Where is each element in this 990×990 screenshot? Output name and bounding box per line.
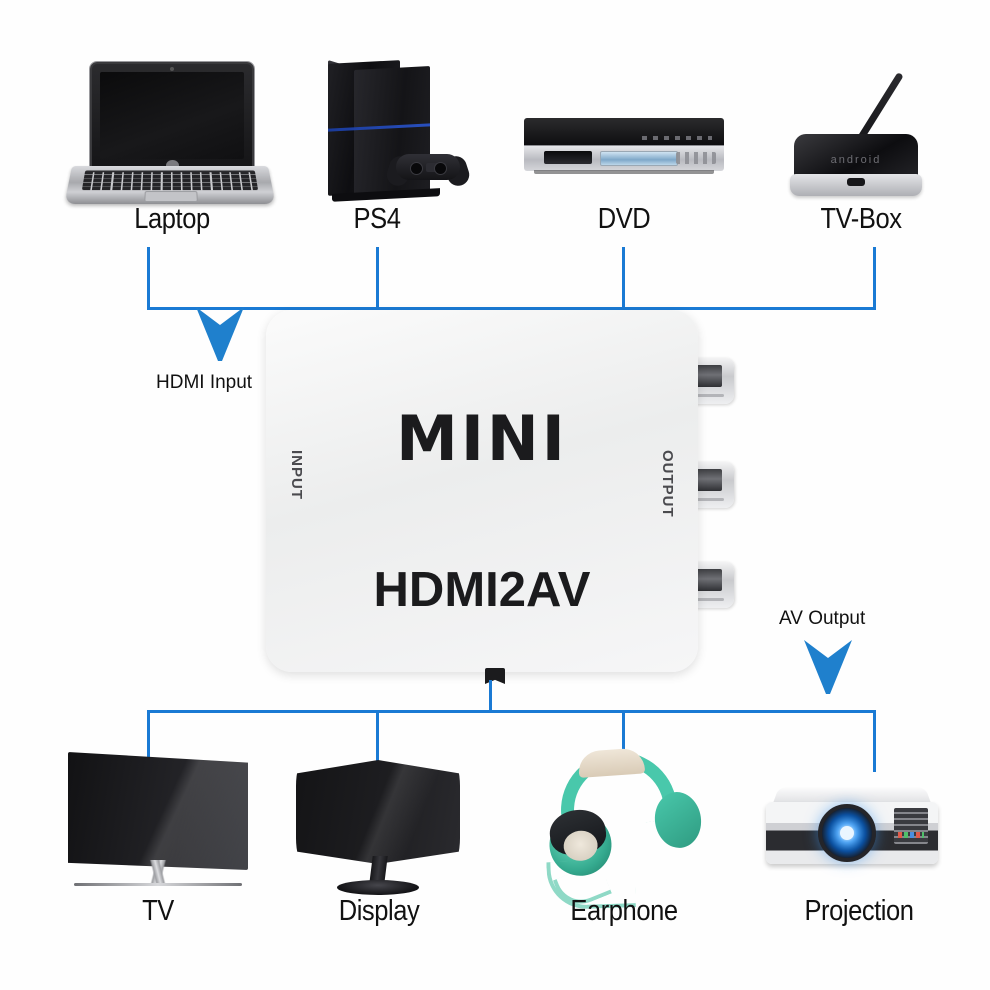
antenna-icon [856,71,904,142]
tv-box-brand-label: android [830,154,882,166]
laptop-screen [100,72,244,159]
source-label-tv-box: TV-Box [820,203,902,235]
av-output-arrow-icon [804,640,852,694]
monitor-screen-glare [296,760,460,864]
input-drop-dvd [622,247,625,309]
monitor-base [337,880,419,895]
headphone-head-pad [577,747,646,778]
hdmi-input-arrow-icon [196,307,244,361]
dvd-disc-tray [600,151,678,166]
output-label-projection: Projection [804,895,914,927]
dvd-front-panel [524,145,724,171]
dvd-base-shadow [534,170,714,174]
output-label-earphone: Earphone [570,895,678,927]
output-device-earphone[interactable] [540,744,708,913]
hdmi-input-label: HDMI Input [156,372,253,393]
controller-stick-left [410,162,423,175]
headphones-icon [532,741,709,913]
output-drop-earphone [622,710,625,772]
converter-model-label: HDMI2AV [373,563,591,617]
laptop-trackpad [144,191,198,203]
output-device-display[interactable] [296,760,460,896]
converter-output-label: OUTPUT [659,450,676,518]
controller-stick-right [434,162,447,175]
output-device-tv[interactable] [68,752,248,892]
output-drop-tv [147,710,150,772]
tv-stand [74,860,242,886]
converter-brand-label: MINI [396,402,568,475]
output-drop-display [376,710,379,772]
input-drop-ps4 [376,247,379,309]
dvd-display-window [544,151,592,164]
output-drop-projection [873,710,876,772]
monitor-icon [296,760,460,864]
tv-screen-glare [68,752,248,870]
tv-box-led [847,178,865,186]
source-device-tv-box[interactable]: android [786,62,936,202]
projector-indicator-leds [898,832,924,838]
source-label-dvd: DVD [597,203,651,235]
tv-box-base [790,174,922,196]
projector-icon [762,780,942,876]
ps4-controller-icon [383,146,473,189]
output-drop-from-converter [489,680,492,712]
converter-bottom-connector [485,668,505,684]
laptop-keyboard [81,170,259,191]
laptop-icon [90,62,254,174]
laptop-logo-icon [166,160,179,171]
input-drop-tv-box [873,247,876,309]
projector-vent [894,808,928,844]
source-label-laptop: Laptop [134,203,210,235]
hdmi2av-converter[interactable]: INPUT MINI OUTPUT HDMI2AV [266,310,698,672]
laptop-webcam-icon [170,67,174,71]
controller-body [396,154,460,180]
output-bus-line [147,710,876,713]
converter-input-label: INPUT [288,450,305,500]
source-label-ps4: PS4 [353,203,401,235]
dvd-player-icon [524,118,724,146]
output-device-projection[interactable] [762,780,942,890]
dvd-buttons [676,152,716,164]
input-bus-line [147,307,876,310]
television-icon [68,752,248,870]
output-label-tv: TV [142,895,174,927]
source-device-dvd[interactable] [524,118,724,178]
output-label-display: Display [338,895,420,927]
laptop-base [64,166,276,205]
projector-lens [818,804,876,862]
source-device-ps4[interactable] [310,60,485,205]
input-drop-laptop [147,247,150,309]
source-device-laptop[interactable] [64,62,276,212]
av-output-label: AV Output [779,608,866,629]
